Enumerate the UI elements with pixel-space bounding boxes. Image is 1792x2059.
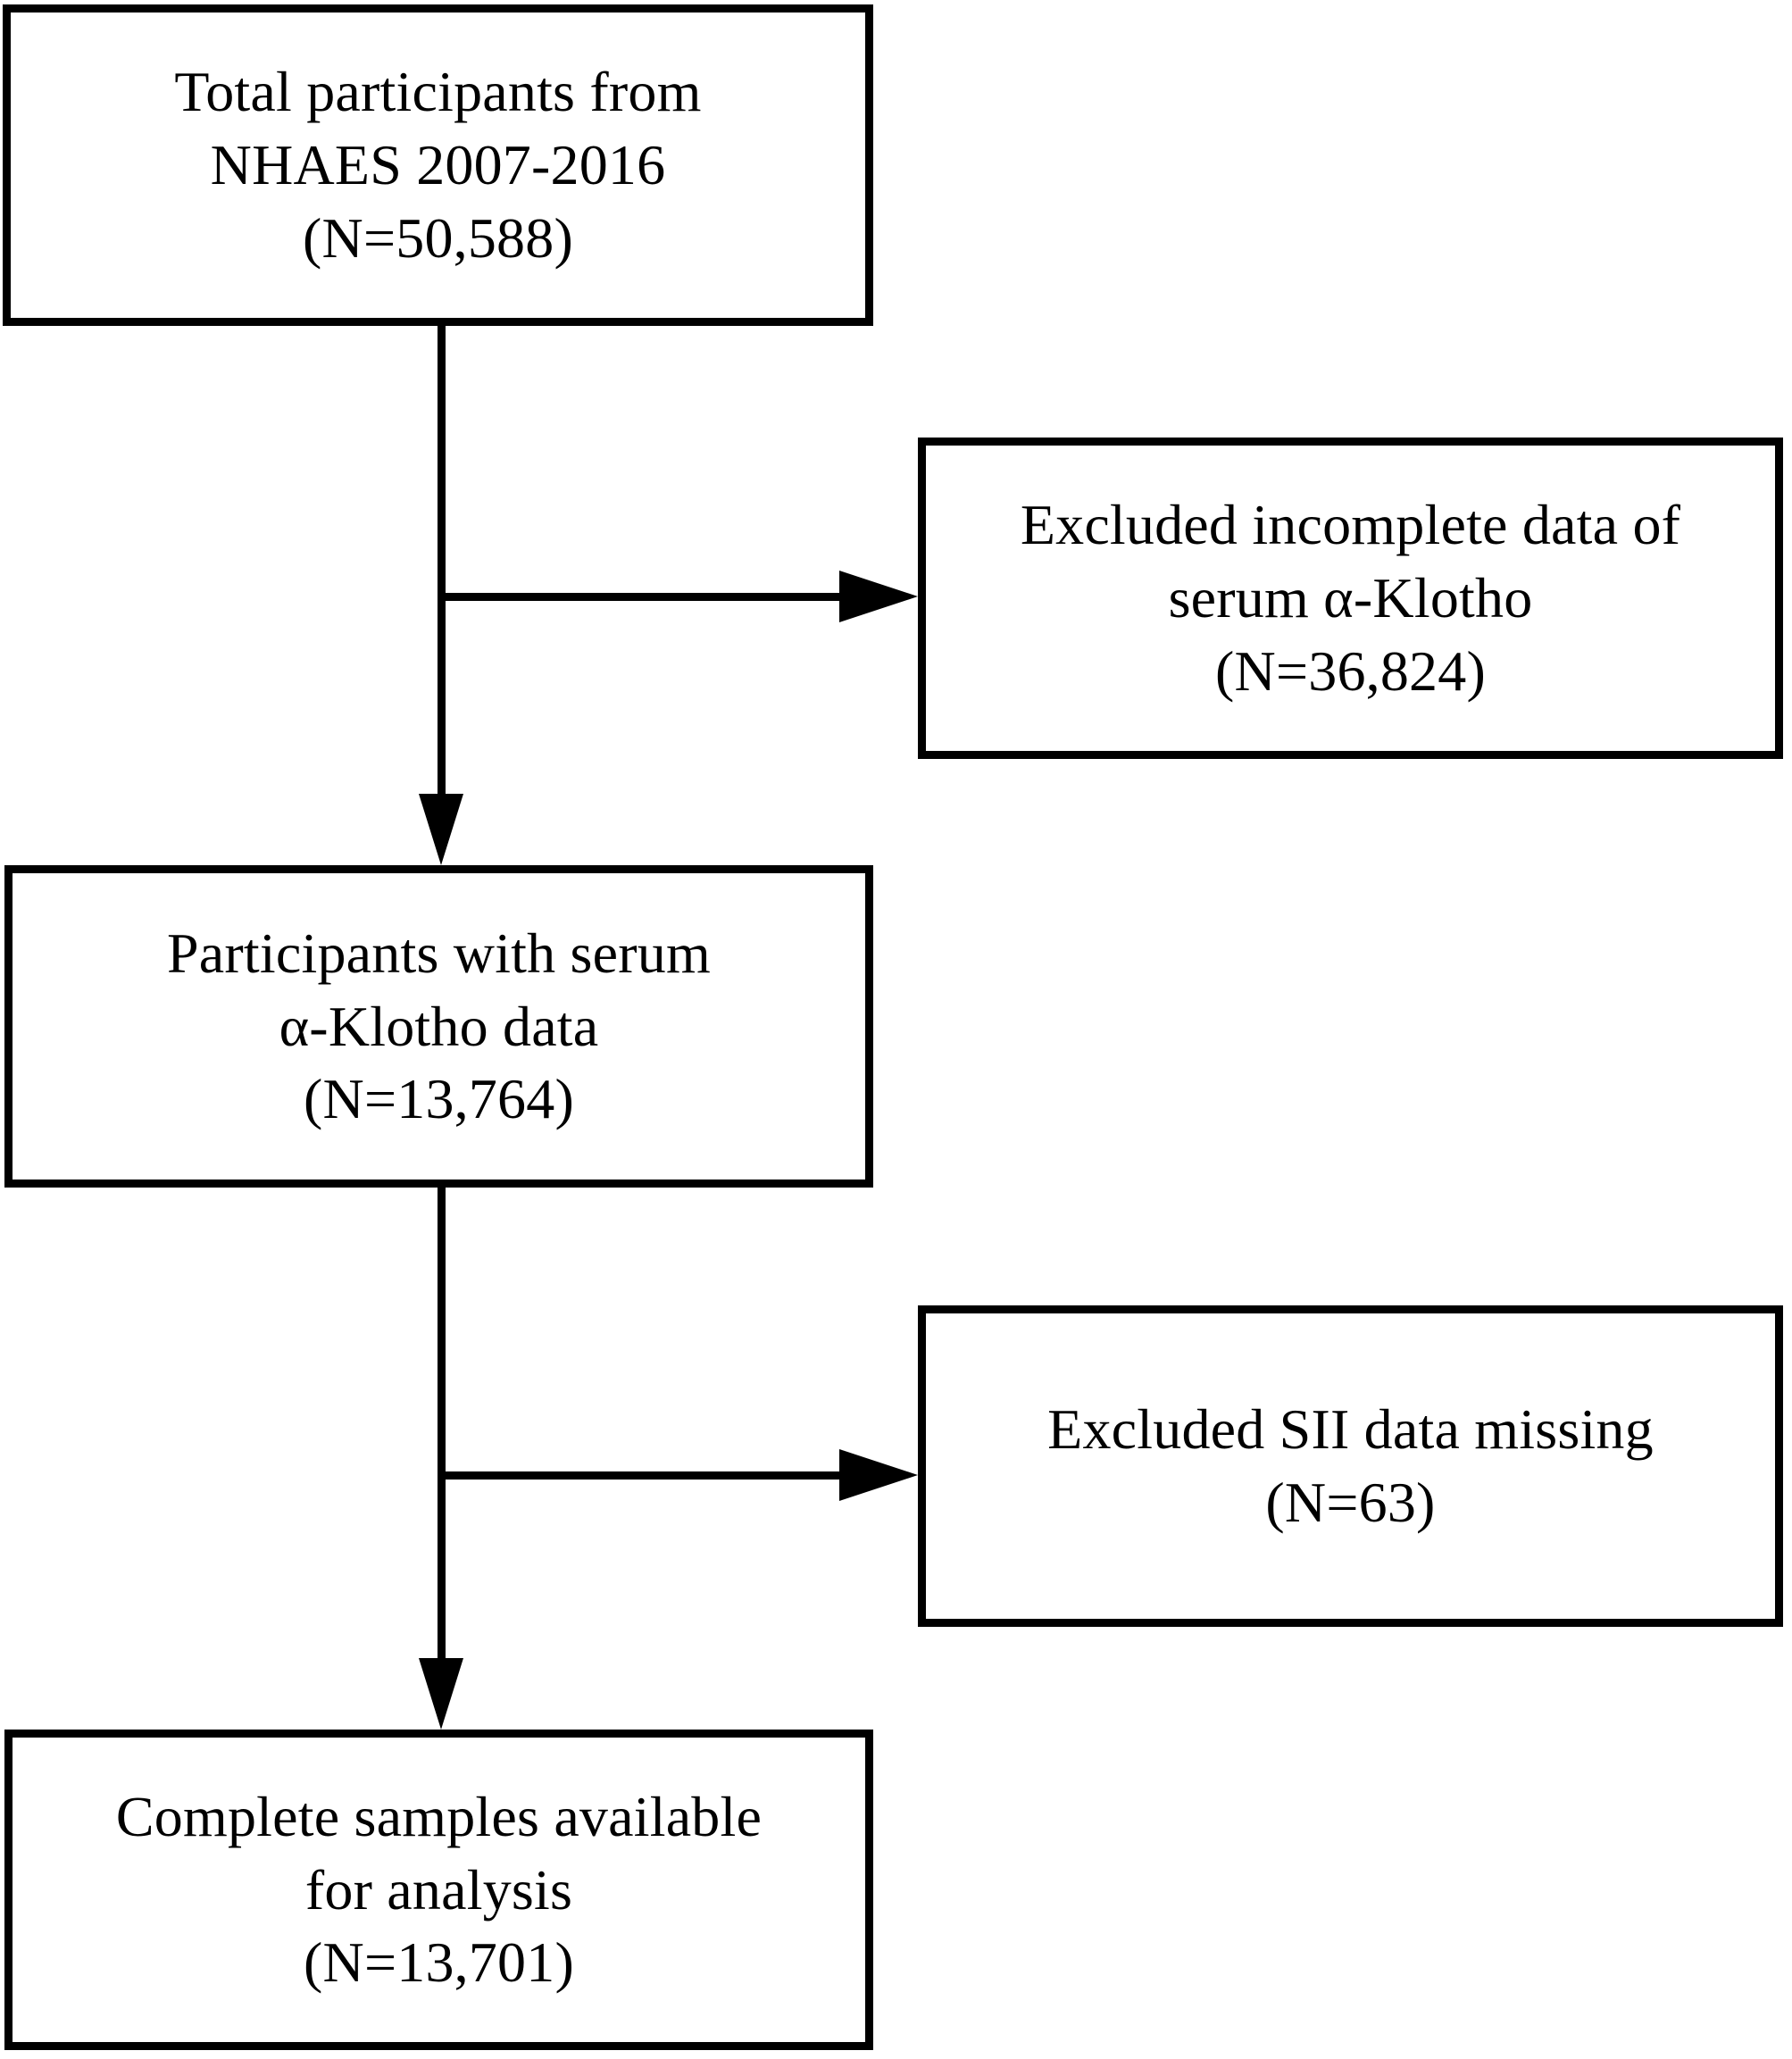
node-total-participants-text: Total participants from NHAES 2007-2016 … xyxy=(174,60,702,270)
connector-line-total-to-participants xyxy=(438,326,446,797)
connector-line-total-to-excluded-klotho xyxy=(438,593,844,601)
node-participants-with-klotho-text: Participants with serum α-Klotho data (N… xyxy=(167,921,711,1131)
node-excluded-sii-missing-text: Excluded SII data missing (N=63) xyxy=(1047,1397,1654,1534)
arrow-down-icon-participants-to-complete xyxy=(419,1658,463,1730)
node-complete-samples-text: Complete samples available for analysis … xyxy=(115,1784,763,1995)
connector-line-participants-to-excluded-sii xyxy=(438,1471,844,1480)
arrow-down-icon-total-to-participants xyxy=(419,794,463,865)
node-participants-with-klotho: Participants with serum α-Klotho data (N… xyxy=(4,865,873,1188)
node-complete-samples: Complete samples available for analysis … xyxy=(4,1730,873,2050)
node-excluded-incomplete-klotho: Excluded incomplete data of serum α-Klot… xyxy=(918,438,1783,759)
arrow-right-icon-total-to-excluded-klotho xyxy=(839,571,918,622)
arrow-right-icon-participants-to-excluded-sii xyxy=(839,1449,918,1501)
connector-line-participants-to-complete xyxy=(438,1188,446,1661)
node-excluded-sii-missing: Excluded SII data missing (N=63) xyxy=(918,1305,1783,1627)
node-total-participants: Total participants from NHAES 2007-2016 … xyxy=(3,4,873,326)
node-excluded-incomplete-klotho-text: Excluded incomplete data of serum α-Klot… xyxy=(1020,493,1681,703)
